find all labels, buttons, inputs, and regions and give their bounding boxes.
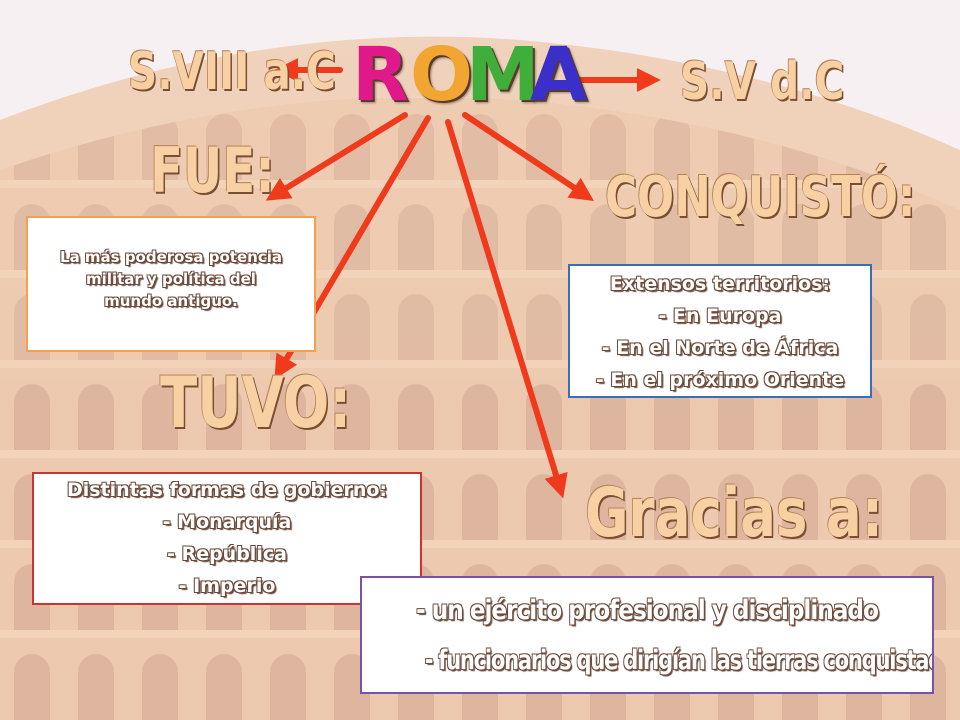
- gracias-box-line: - funcionarios que dirigían las tierras …: [424, 645, 934, 676]
- title-letter-r: R: [352, 32, 409, 118]
- tuvo-heading: TUVO:: [160, 362, 352, 444]
- conquisto-box: Extensos territorios: - En Europa - En e…: [568, 264, 872, 398]
- end-date-label: S.V d.C: [680, 52, 845, 112]
- tuvo-box-line: Distintas formas de gobierno:: [66, 479, 388, 501]
- title-letter-a: A: [530, 32, 588, 118]
- gracias-heading: Gracias a:: [585, 474, 883, 553]
- fue-box-line: mundo antiguo.: [104, 292, 238, 310]
- conquisto-box-line: Extensos territorios:: [609, 273, 831, 295]
- tuvo-box: Distintas formas de gobierno: - Monarquí…: [32, 472, 422, 605]
- fue-box: La más poderosa potencia militar y polít…: [26, 216, 316, 352]
- fue-box-line: La más poderosa potencia: [60, 248, 282, 266]
- start-date-label: S.VIII a.C: [128, 42, 336, 102]
- gracias-box: - un ejército profesional y disciplinado…: [360, 576, 934, 694]
- title-letter-o: O: [410, 32, 473, 118]
- conquisto-heading: CONQUISTÓ:: [605, 165, 916, 230]
- conquisto-box-line: - En Europa: [658, 305, 782, 327]
- tuvo-box-line: - Monarquía: [162, 511, 292, 533]
- conquisto-box-line: - En el próximo Oriente: [595, 369, 845, 391]
- fue-heading: FUE:: [150, 134, 275, 207]
- gracias-box-line: - un ejército profesional y disciplinado: [416, 595, 879, 626]
- tuvo-box-line: - República: [167, 543, 287, 565]
- fue-box-line: militar y política del: [86, 270, 256, 288]
- title-letter-m: M: [466, 32, 540, 118]
- tuvo-box-line: - Imperio: [178, 575, 276, 597]
- conquisto-box-line: - En el Norte de África: [601, 337, 839, 359]
